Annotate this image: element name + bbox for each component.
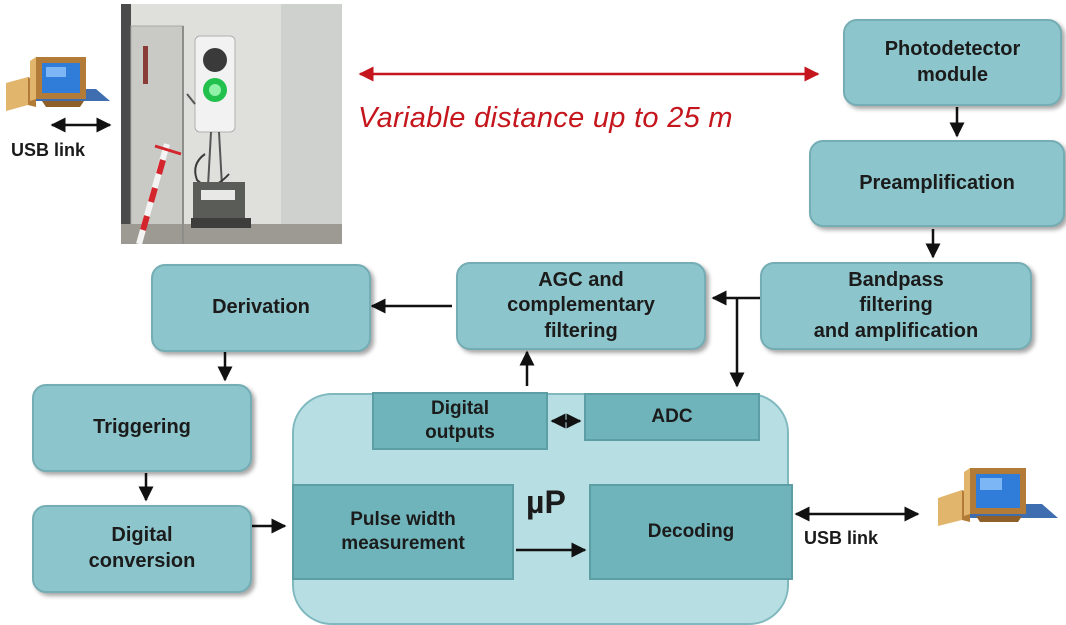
usb-link-label-right: USB link xyxy=(804,528,879,548)
distance-label: Variable distance up to 25 m xyxy=(358,102,733,134)
adc-block: ADC xyxy=(584,393,760,441)
preamplification-block: Preamplification xyxy=(809,140,1065,227)
digital-conversion-block: Digital conversion xyxy=(32,505,252,593)
pulse-width-measurement-block: Pulse width measurement xyxy=(292,484,514,580)
decoding-block: Decoding xyxy=(589,484,793,580)
derivation-block: Derivation xyxy=(151,264,371,352)
processor-label: µP xyxy=(526,484,566,520)
computer-icon-right xyxy=(938,468,1058,526)
photodetector-module-block: Photodetector module xyxy=(843,19,1062,106)
triggering-block: Triggering xyxy=(32,384,252,472)
bandpass-filtering-block: Bandpass filtering and amplification xyxy=(760,262,1032,350)
usb-link-label-left: USB link xyxy=(11,140,86,160)
agc-filtering-block: AGC and complementary filtering xyxy=(456,262,706,350)
computer-icon-left xyxy=(6,57,110,111)
setup-photo xyxy=(121,4,342,244)
digital-outputs-block: Digital outputs xyxy=(372,392,548,450)
